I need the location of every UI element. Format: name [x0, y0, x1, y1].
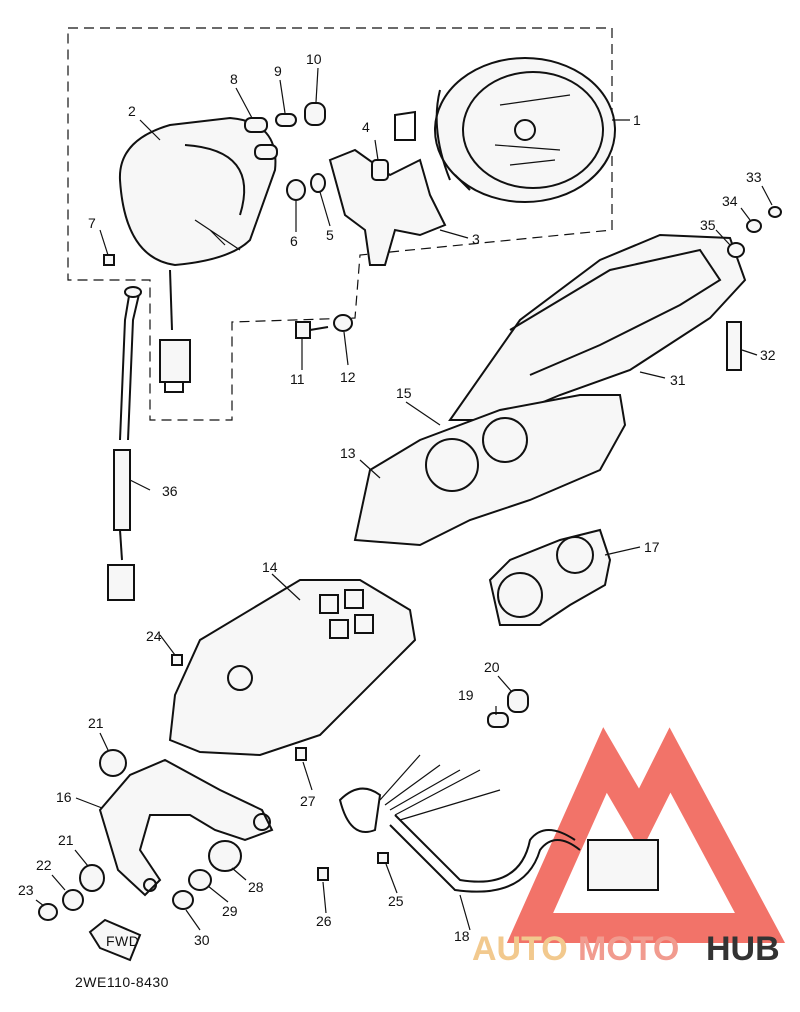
callout-26: 26: [316, 913, 332, 929]
callout-2: 2: [128, 103, 136, 119]
screw-7: [103, 254, 115, 266]
washer-34: [746, 219, 762, 233]
meter-housing: [168, 579, 417, 757]
meter-connector: [159, 269, 191, 393]
callout-labels: 1 2 3 4 5 6 7 8 9 10 11 12 13 14 15 16 1…: [18, 51, 776, 948]
callout-1: 1: [633, 112, 641, 128]
callout-3: 3: [472, 231, 480, 247]
washer-5: [310, 173, 326, 193]
callout-20: 20: [484, 659, 500, 675]
meter-bracket: [328, 110, 447, 266]
bulb-8: [244, 117, 278, 160]
fwd-label: FWD: [106, 933, 139, 949]
callout-27: 27: [300, 793, 316, 809]
watermark-auto: AUTO: [472, 930, 568, 968]
watermark-moto: MOTO: [578, 930, 679, 968]
collar-22: [62, 889, 84, 911]
callout-22: 22: [36, 857, 52, 873]
grommet-21-top: [99, 749, 127, 777]
screw-25: [377, 852, 389, 864]
callout-8: 8: [230, 71, 238, 87]
callout-7: 7: [88, 215, 96, 231]
meter-assembly-boundary: [67, 27, 613, 421]
callout-35: 35: [700, 217, 716, 233]
meter-case: [118, 116, 277, 267]
rubber-strip-32: [726, 321, 742, 371]
callout-6: 6: [290, 233, 298, 249]
watermark-logo: [506, 727, 786, 943]
meter-gauge: [434, 57, 616, 203]
callout-14: 14: [262, 559, 278, 575]
watermark-hub: HUB: [706, 930, 780, 968]
socket-20: [507, 689, 529, 713]
leader-lines: [35, 67, 773, 931]
bulb-19: [487, 712, 509, 728]
callout-29: 29: [222, 903, 238, 919]
callout-32: 32: [760, 347, 776, 363]
callout-25: 25: [388, 893, 404, 909]
callout-16: 16: [56, 789, 72, 805]
meter-panel: [488, 528, 612, 626]
callout-4: 4: [362, 119, 370, 135]
fwd-arrow-icon: FWD: [88, 918, 142, 962]
callout-19: 19: [458, 687, 474, 703]
washer-29: [188, 869, 212, 891]
callout-24: 24: [146, 628, 162, 644]
callout-15: 15: [396, 385, 412, 401]
callout-28: 28: [248, 879, 264, 895]
screw-33: [768, 206, 782, 218]
watermark: AUTO MOTO HUB: [472, 930, 780, 968]
callout-9: 9: [274, 63, 282, 79]
grommet-12: [333, 314, 353, 332]
callout-21-bottom: 21: [58, 832, 74, 848]
nut-35: [727, 242, 745, 258]
nut-6: [286, 179, 306, 201]
screw-27: [295, 747, 307, 761]
callout-5: 5: [326, 227, 334, 243]
callout-31: 31: [670, 372, 686, 388]
callout-12: 12: [340, 369, 356, 385]
callout-17: 17: [644, 539, 660, 555]
nut-23: [38, 903, 58, 921]
callout-18: 18: [454, 928, 470, 944]
bolt-11: [295, 321, 329, 339]
screw-24: [171, 654, 183, 666]
screw-26: [317, 867, 329, 881]
callout-33: 33: [746, 169, 762, 185]
damper-28: [208, 840, 242, 872]
meter-lead-harness: [338, 754, 659, 893]
nut-30: [172, 890, 194, 910]
diagram-code: 2WE110-8430: [75, 974, 169, 990]
meter-visor: [448, 233, 747, 421]
socket-10: [304, 102, 326, 126]
callout-21-top: 21: [88, 715, 104, 731]
callout-11: 11: [290, 371, 305, 387]
meter-stay: [98, 758, 274, 897]
callout-34: 34: [722, 193, 738, 209]
callout-13: 13: [340, 445, 356, 461]
grommet-21-bottom: [79, 864, 105, 892]
callout-23: 23: [18, 882, 34, 898]
bulb-9: [275, 113, 297, 127]
callout-36: 36: [162, 483, 178, 499]
screw-4: [371, 139, 389, 181]
meter-cover: [353, 394, 627, 547]
callout-10: 10: [306, 51, 322, 67]
speedometer-cable: [107, 286, 142, 601]
callout-30: 30: [194, 932, 210, 948]
